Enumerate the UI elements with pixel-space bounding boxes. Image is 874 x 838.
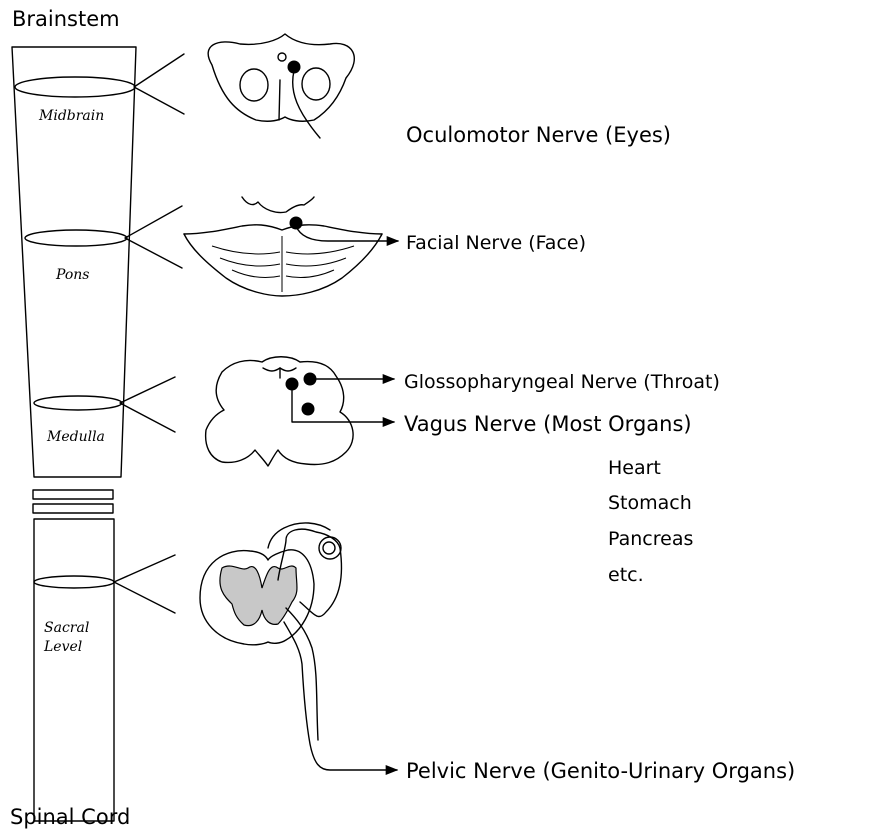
medulla-cross-section <box>206 357 394 466</box>
pons-outer-outline <box>184 234 382 296</box>
sacral-label-line2: Level <box>43 639 82 655</box>
vagus-nucleus-dot <box>302 403 315 416</box>
vagus-organ-stomach: Stomach <box>608 492 692 514</box>
glossopharyngeal-nucleus-dot-2 <box>304 373 317 386</box>
dorsal-root-outer <box>268 523 330 548</box>
medulla-projection-lines <box>120 377 175 432</box>
midbrain-left-peduncle <box>240 69 268 101</box>
spinal-cord-label: Spinal Cord <box>10 805 130 829</box>
level-pons: Pons <box>25 230 127 283</box>
midline-raphe <box>279 80 280 120</box>
oculomotor-nerve-label: Oculomotor Nerve (Eyes) <box>406 123 671 147</box>
brainstem-label: Brainstem <box>12 7 120 31</box>
gray-matter-butterfly <box>220 566 297 626</box>
level-midbrain: Midbrain <box>15 77 135 124</box>
midbrain-right-peduncle <box>302 68 330 100</box>
oculomotor-nerve-path <box>293 71 320 138</box>
pons-section-ring <box>25 230 127 246</box>
dorsal-root-ganglion-cell <box>323 542 335 554</box>
midbrain-cross-section <box>208 34 354 138</box>
dorsal-root-ganglion <box>319 537 341 559</box>
glossopharyngeal-nerve-label: Glossopharyngeal Nerve (Throat) <box>404 371 720 393</box>
vagus-organ-etc: etc. <box>608 564 644 586</box>
column-break-bar <box>33 490 113 499</box>
pelvic-nerve-label: Pelvic Nerve (Genito-Urinary Organs) <box>406 759 795 783</box>
sacral-label-line1: Sacral <box>44 620 89 636</box>
sacral-section-ring <box>34 576 114 588</box>
pons-label: Pons <box>55 267 89 283</box>
vagus-organ-heart: Heart <box>608 457 661 479</box>
cerebral-aqueduct <box>278 53 286 61</box>
fourth-ventricle-floor <box>242 197 314 213</box>
spinal-cord-column <box>34 519 114 821</box>
sacral-projection-lines <box>114 555 175 613</box>
medulla-label: Medulla <box>46 429 105 445</box>
facial-nerve-arrow <box>296 226 398 241</box>
pontine-fiber-bundles <box>212 246 354 278</box>
facial-nerve-label: Facial Nerve (Face) <box>406 232 586 254</box>
vagus-organ-pancreas: Pancreas <box>608 528 693 550</box>
sacral-cross-section <box>200 523 397 770</box>
midbrain-label: Midbrain <box>38 108 104 124</box>
level-medulla: Medulla <box>34 396 122 445</box>
midbrain-outline <box>208 34 354 121</box>
level-sacral: Sacral Level <box>34 576 114 655</box>
pons-tegmentum-boundary <box>184 225 382 234</box>
pelvic-nerve-arrow <box>284 622 397 770</box>
midbrain-projection-lines <box>134 54 184 114</box>
vagus-nerve-label: Vagus Nerve (Most Organs) <box>404 412 692 436</box>
pons-projection-lines <box>125 206 182 268</box>
column-break-bar <box>33 504 113 513</box>
midbrain-section-ring <box>15 77 135 97</box>
medulla-section-ring <box>34 396 122 410</box>
pons-cross-section <box>184 197 398 296</box>
